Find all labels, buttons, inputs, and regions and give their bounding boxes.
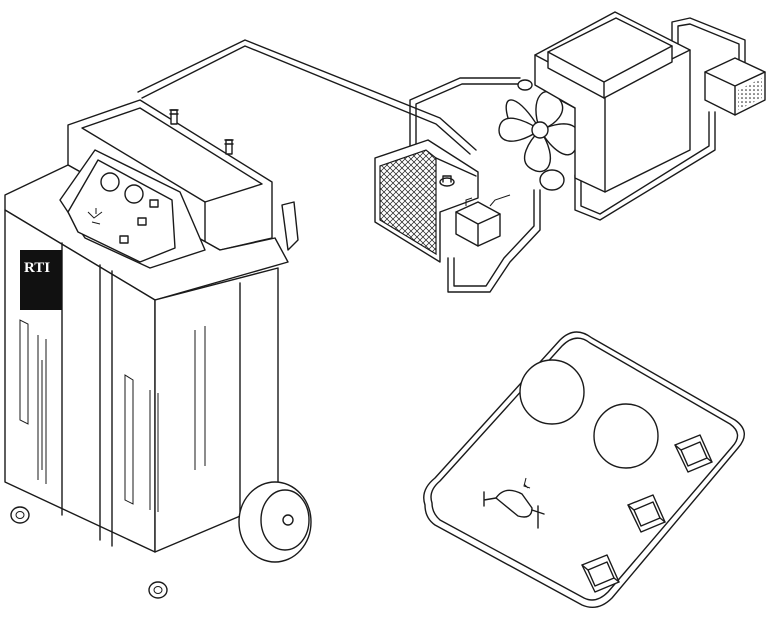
cart-handle <box>282 202 298 250</box>
brand-logo-text: RTI <box>24 260 50 276</box>
radiator-cap <box>440 178 454 186</box>
inset-gauge-right <box>594 404 658 468</box>
panel-gauge-right <box>125 185 143 203</box>
panel-gauge-left <box>101 173 119 191</box>
panel-switch-2 <box>138 218 146 225</box>
service-machine-cart: RTI <box>5 100 311 598</box>
inset-gauge-left <box>520 360 584 424</box>
panel-switch-1 <box>150 200 158 207</box>
control-panel-inset <box>424 332 745 607</box>
heater-core <box>705 58 765 115</box>
fan-hub-top <box>518 80 532 90</box>
water-pump <box>540 170 564 190</box>
cart-wheel-large <box>239 482 311 562</box>
panel-switch-3 <box>120 236 128 243</box>
hose-radiator-bottom <box>448 190 540 292</box>
radiator <box>375 140 478 262</box>
brand-logo <box>20 250 62 310</box>
